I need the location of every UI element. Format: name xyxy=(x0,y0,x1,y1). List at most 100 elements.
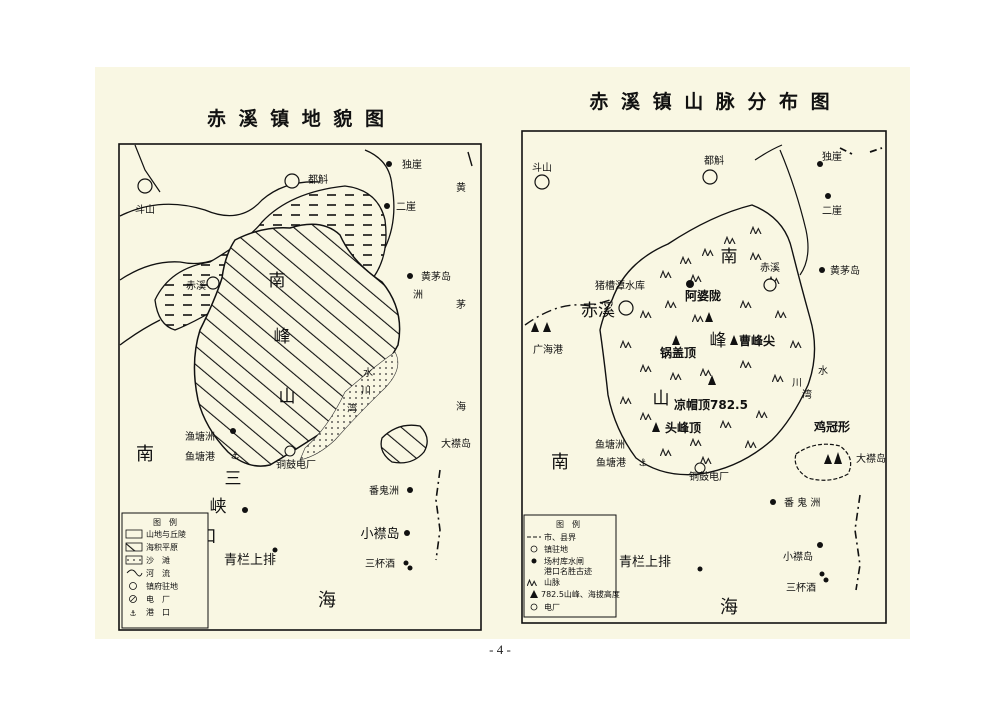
county-boundary xyxy=(854,494,861,591)
bay-label: 水 xyxy=(818,365,828,377)
place-label: 小襟岛 xyxy=(360,526,399,542)
coastline xyxy=(364,149,395,249)
town-icon xyxy=(129,582,137,590)
peak-icon xyxy=(708,375,716,385)
sea-label: 南 xyxy=(136,444,154,465)
sea-label: 海 xyxy=(318,590,336,611)
place-label: 青栏上排 xyxy=(619,555,671,570)
legend-item: 镇府驻地 xyxy=(146,581,178,591)
river-icon xyxy=(126,569,143,577)
power-plant-icon xyxy=(284,445,296,457)
sea-label: 海 xyxy=(720,597,738,618)
coastline xyxy=(119,181,321,217)
legend-title: 图 例 xyxy=(153,517,177,527)
coastline xyxy=(134,144,161,193)
island-dot xyxy=(817,161,823,167)
legend-item: 镇驻地 xyxy=(544,544,568,554)
peak-icon xyxy=(530,590,538,598)
island-dot xyxy=(230,428,236,434)
place-label: 独崖 xyxy=(402,158,422,171)
place-label: 赤溪 xyxy=(581,301,615,321)
place-label: 鱼塘港 xyxy=(185,450,215,463)
sea-label: 洲 xyxy=(413,289,423,301)
left-map: 赤 溪 镇 地 貌 图 斗山 都斛 赤溪 独崖 二崖 黄茅岛 xyxy=(118,107,482,631)
legend-swatch-hatch xyxy=(125,542,143,552)
legend-title: 图 例 xyxy=(556,519,580,529)
power-plant-icon xyxy=(129,595,137,603)
coastline xyxy=(779,149,809,276)
legend-item: 场村库水闸 xyxy=(544,556,584,566)
legend-item: 山地与丘陵 xyxy=(146,529,186,539)
island-dot xyxy=(272,547,278,553)
island-dot xyxy=(407,487,413,493)
place-label: 渔塘洲 xyxy=(185,430,215,443)
place-label: 二崖 xyxy=(396,201,416,213)
sea-label: 茅 xyxy=(456,299,466,311)
right-map-title: 赤 溪 镇 山 脉 分 布 图 xyxy=(589,90,832,113)
legend-item: 电 厂 xyxy=(146,594,170,604)
island-dot xyxy=(407,273,413,279)
county-boundary xyxy=(839,147,883,155)
peak-icon xyxy=(730,335,738,345)
island-dot xyxy=(407,565,413,571)
peak-icon xyxy=(531,322,551,332)
strait-label: 峡 xyxy=(210,497,227,517)
chixi-landmass xyxy=(599,204,816,476)
place-label: 青栏上排 xyxy=(224,553,276,568)
county-boundary xyxy=(467,151,473,167)
place-label: 二崖 xyxy=(822,205,842,217)
peak-icon xyxy=(652,422,660,432)
island-dot xyxy=(386,161,392,167)
place-label: 鸡冠形 xyxy=(813,419,850,434)
place-label: 鱼塘洲 xyxy=(595,438,625,451)
right-map: 赤 溪 镇 山 脉 分 布 图 xyxy=(521,90,887,624)
place-label: 三杯酒 xyxy=(365,557,395,570)
town-marker xyxy=(763,278,777,292)
place-label: 黄茅岛 xyxy=(421,270,451,283)
place-label: 凉帽顶782.5 xyxy=(674,397,748,412)
town-marker xyxy=(534,174,550,190)
legend-item: 782.5山峰、海拔高度 xyxy=(541,589,620,599)
place-label: 番 鬼 洲 xyxy=(784,496,820,509)
island-dot xyxy=(817,542,823,548)
dajin-island xyxy=(794,443,852,481)
place-label: 铜鼓电厂 xyxy=(689,470,729,483)
mountain-label: 南 xyxy=(269,271,286,291)
village-icon xyxy=(531,558,537,564)
legend-item: 山脉 xyxy=(544,577,560,587)
sea-label: 南 xyxy=(551,452,569,473)
place-label: 番鬼洲 xyxy=(369,484,399,497)
left-legend: 图 例 山地与丘陵 海积平原 沙 滩 河 流 镇府驻地 电 厂 ⚓ 港 口 xyxy=(121,512,209,629)
legend-item: 海积平原 xyxy=(146,542,178,552)
place-label: 都斛 xyxy=(704,154,724,167)
legend-item: 沙 滩 xyxy=(146,555,170,565)
place-label: 斗山 xyxy=(532,162,552,174)
coastline xyxy=(119,319,161,346)
island-dot xyxy=(404,530,410,536)
bay-label: 川 xyxy=(792,378,802,389)
town-marker xyxy=(137,178,153,194)
county-boundary xyxy=(524,299,611,326)
mountain-label: 山 xyxy=(653,389,670,409)
legend-swatch-blank xyxy=(125,529,143,539)
place-label: 猪槽潭水库 xyxy=(595,279,645,292)
legend-item: 河 流 xyxy=(146,568,170,578)
right-map-frame xyxy=(521,130,887,624)
legend-item: 港口名胜古迹 xyxy=(544,566,592,576)
peak-icon xyxy=(824,452,842,464)
island-dot xyxy=(819,571,825,577)
island-dot xyxy=(697,566,703,572)
dajin-island xyxy=(380,424,428,464)
place-label: 阿婆陇 xyxy=(685,288,721,303)
island-dot xyxy=(823,577,829,583)
legend-item: 电厂 xyxy=(544,602,560,612)
place-label: 大襟岛 xyxy=(856,452,886,465)
island-dot xyxy=(242,507,248,513)
port-icon: ⚓ xyxy=(231,451,240,462)
place-label: 斗山 xyxy=(135,204,155,216)
county-boundary xyxy=(435,469,441,561)
bay-label: 水 xyxy=(363,367,373,379)
town-marker xyxy=(702,169,718,185)
beach-region xyxy=(299,351,399,461)
